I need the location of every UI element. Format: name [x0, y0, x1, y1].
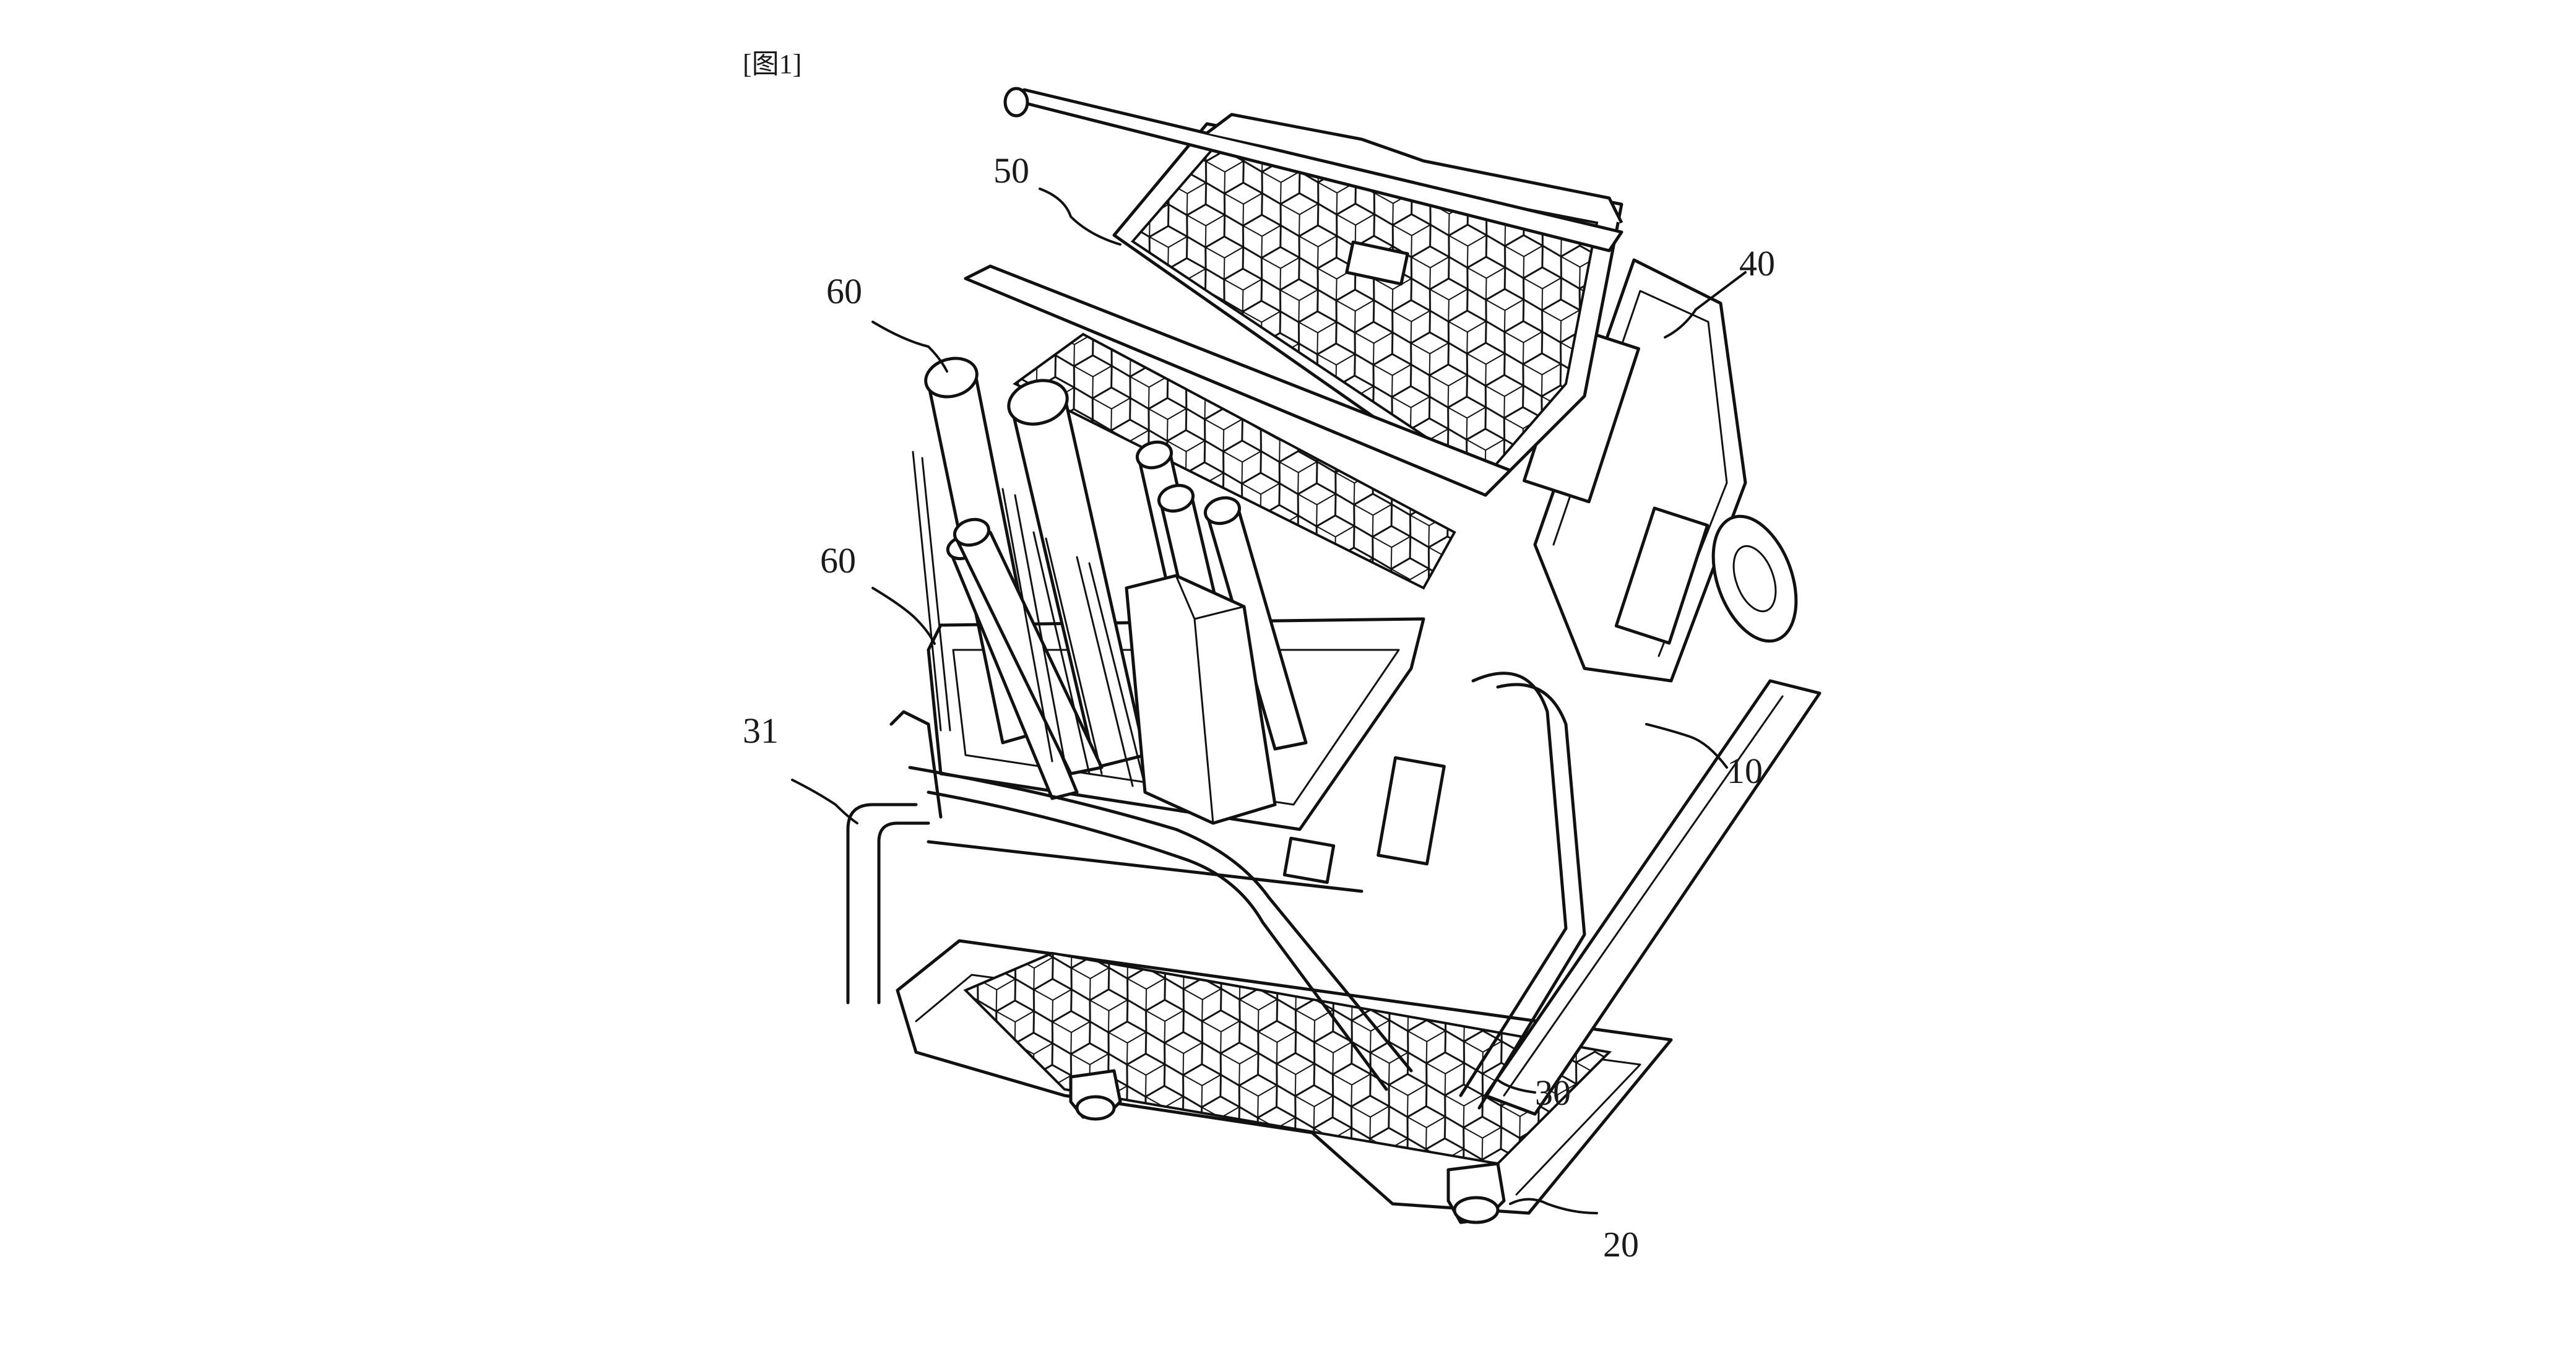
label-60-bottom: 60: [820, 540, 856, 581]
label-50: 50: [993, 150, 1029, 191]
label-30: 30: [1535, 1073, 1571, 1113]
leader-lines: [791, 188, 1747, 1214]
wheel: [1711, 514, 1798, 643]
label-60-top: 60: [826, 271, 862, 311]
label-10: 10: [1727, 751, 1763, 791]
pipe-tray: [912, 264, 1512, 831]
label-31: 31: [743, 711, 779, 751]
casters: [1069, 1069, 1506, 1224]
pipes: [912, 357, 1308, 825]
label-40: 40: [1739, 243, 1775, 283]
top-tray: [1003, 87, 1623, 497]
label-20: 20: [1603, 1224, 1639, 1264]
handle-frame: [846, 672, 1586, 1110]
figure-caption: [图1]: [743, 49, 802, 79]
